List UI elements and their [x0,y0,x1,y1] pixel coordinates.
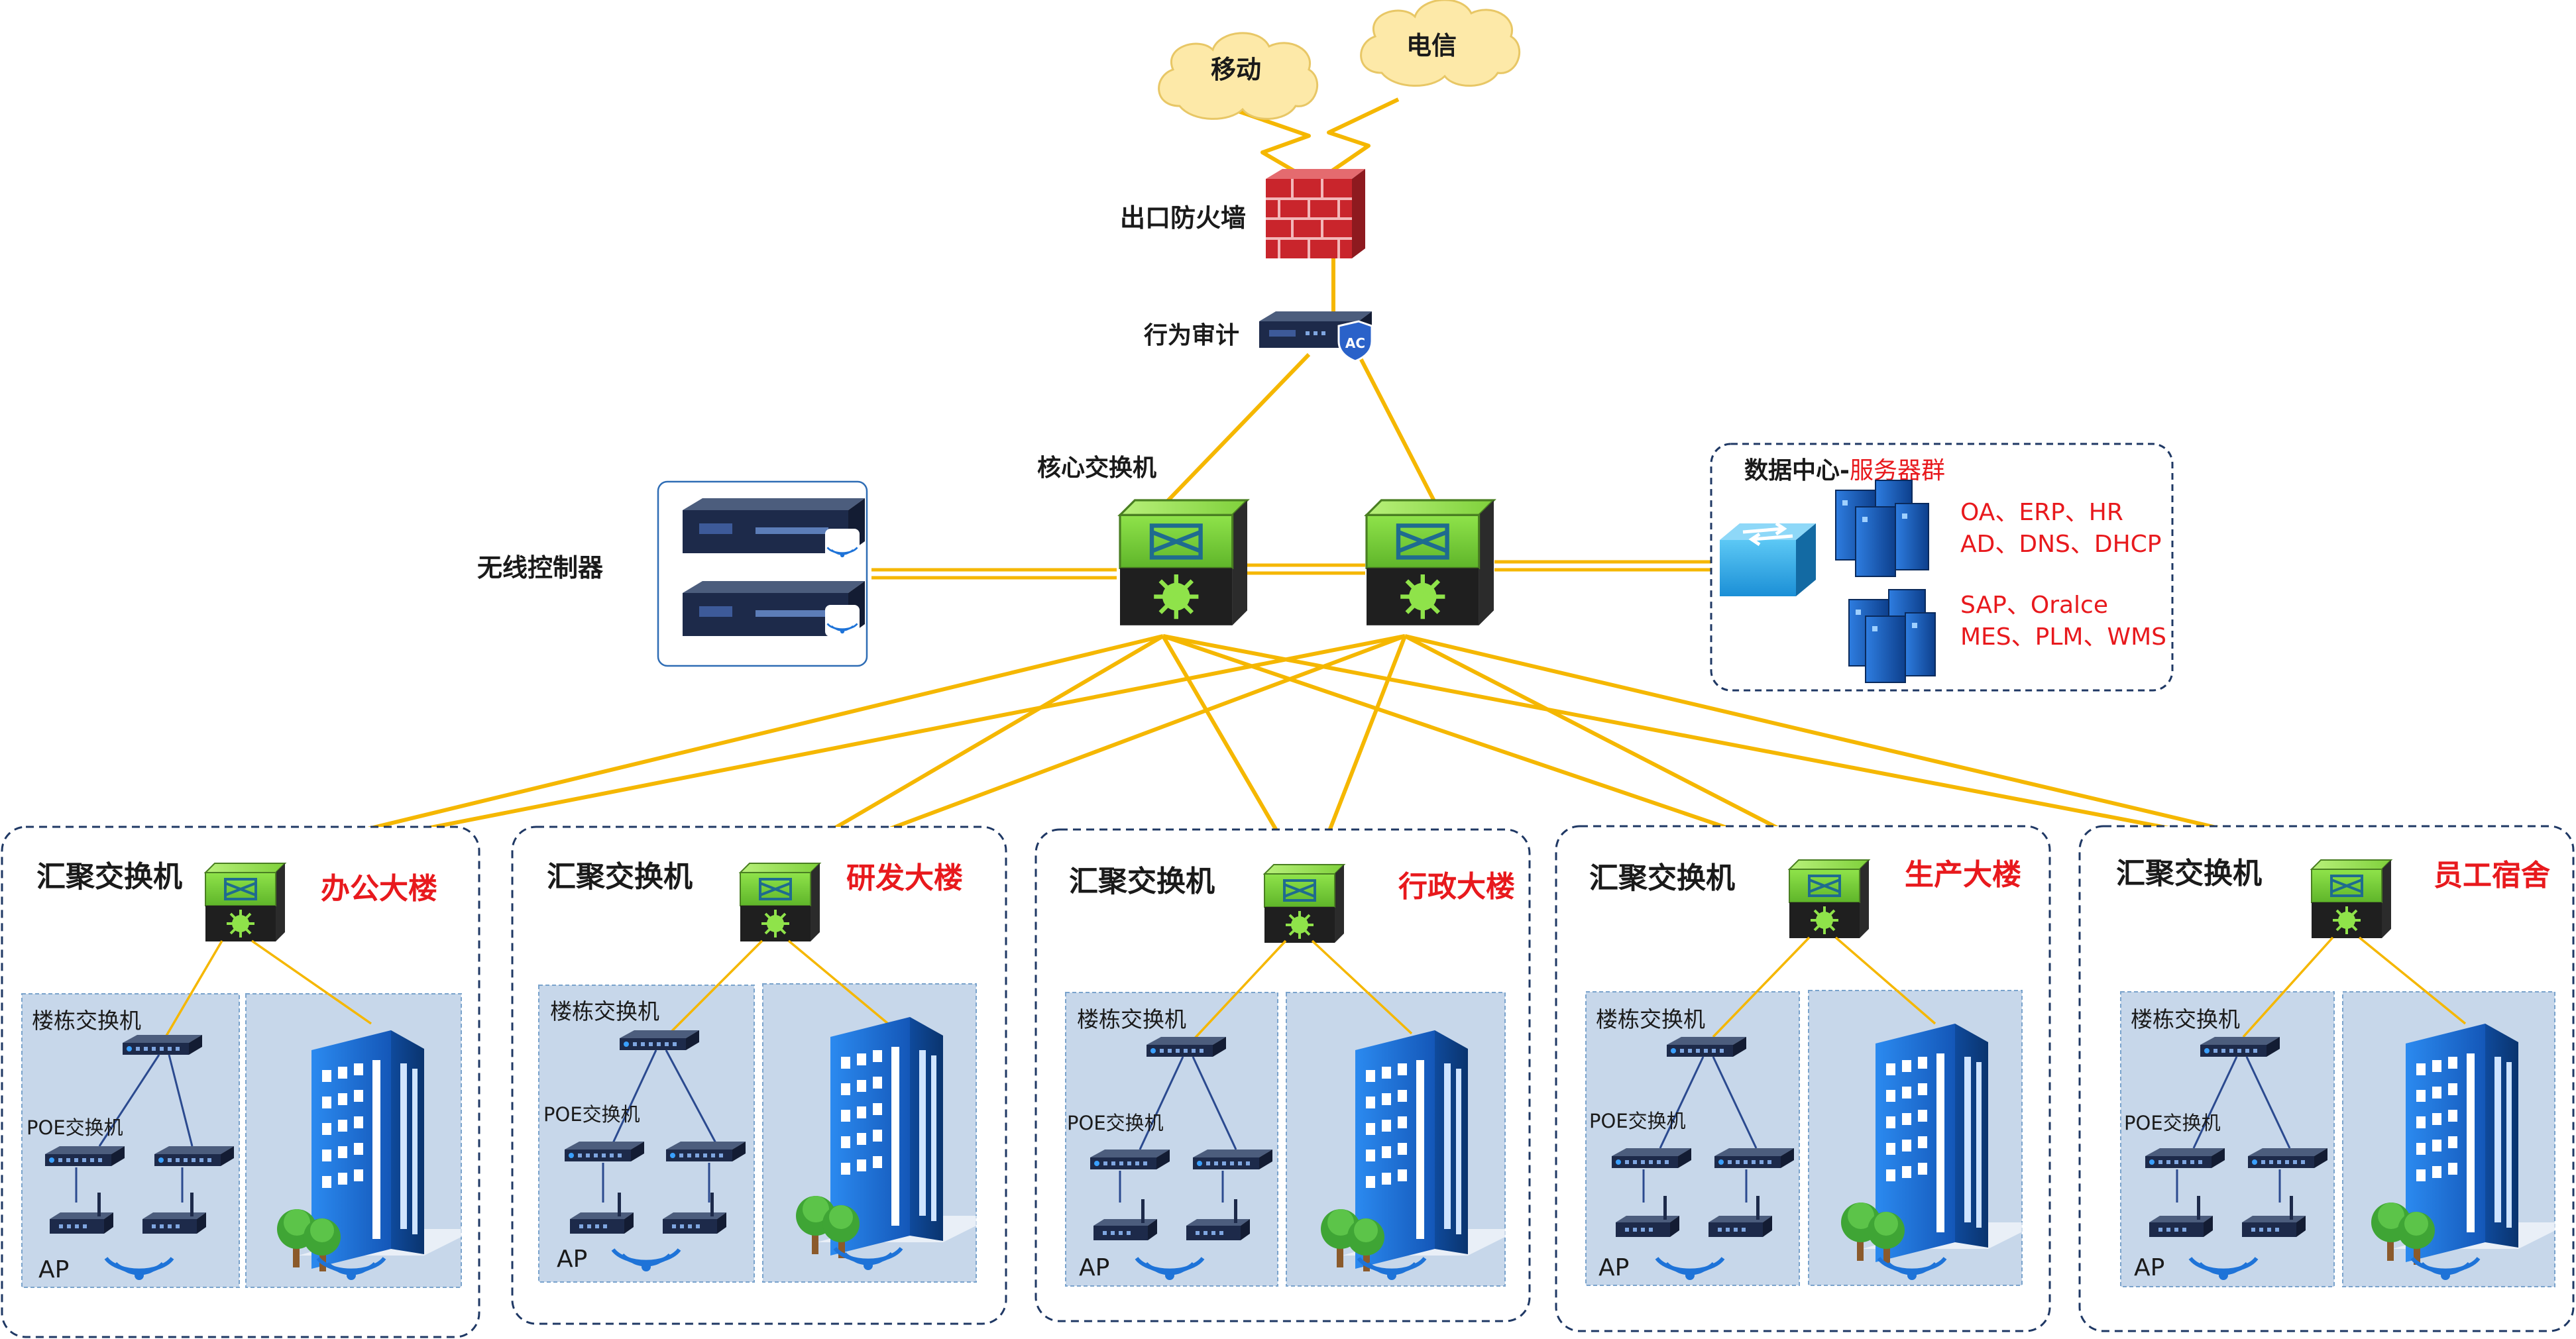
access-region [1585,991,1800,1286]
building-name: 员工宿舍 [2434,859,2550,892]
poe-switch-icon [1714,1148,1794,1168]
poe-switch-icon [45,1146,125,1166]
link-telecom-firewall [1321,97,1400,180]
core-switch-1-icon [1120,500,1247,625]
floor-switch-icon [1147,1037,1226,1057]
audit-label: 行为审计 [1144,322,1239,349]
poe-switch-label: POE交换机 [543,1103,640,1126]
building-group-2: 汇聚交换机 研发大楼 楼栋交换机 POE交换机 AP [511,826,1007,1325]
floor-switch-icon [123,1035,202,1055]
server-cluster-1-icon [1835,480,1929,577]
agg-switch-icon [1788,859,1870,939]
server-list-2-line-2: MES、PLM、WMS [1960,623,2166,651]
building-name: 办公大楼 [321,872,437,906]
poe-switch-label: POE交换机 [1589,1110,1686,1132]
agg-switch-icon [2310,859,2392,939]
datacenter-hub-icon [1720,521,1816,596]
datacenter-group-box [1710,443,2174,692]
agg-switch-label: 汇聚交换机 [1589,861,1735,895]
ap-label: AP [38,1256,69,1283]
link-audit-core1 [1164,352,1311,504]
floor-switch-label: 楼栋交换机 [2131,1006,2240,1032]
audit-device-icon: AC [1259,311,1373,362]
datacenter-title: 数据中心-服务器群 [1744,457,1945,484]
poe-switch-label: POE交换机 [27,1116,123,1139]
link-core1-core2 [1246,563,1365,575]
server-list-1-line-2: AD、DNS、DHCP [1960,531,2162,558]
server-list-2-line-1: SAP、Oralce [1960,592,2108,619]
access-region [2120,991,2335,1287]
audit-badge: AC [1345,335,1365,351]
floor-switch-label: 楼栋交换机 [32,1008,141,1034]
agg-switch-label: 汇聚交换机 [36,860,182,894]
poe-switch-icon [154,1146,234,1166]
agg-switch-icon [1263,863,1345,944]
building-name: 研发大楼 [846,861,963,895]
building-group-1: 汇聚交换机 办公大楼 楼栋交换机 POE交换机 AP [1,826,480,1338]
poe-switch-icon [1612,1148,1691,1168]
core-switch-label: 核心交换机 [1037,454,1156,482]
server-cluster-2-icon [1848,589,1936,683]
building-group-3: 汇聚交换机 行政大楼 楼栋交换机 POE交换机 AP [1035,828,1531,1322]
core-switch-2-icon [1367,500,1494,625]
floor-switch-icon [1667,1037,1746,1057]
agg-switch-label: 汇聚交换机 [547,860,693,894]
ap-label: AP [1079,1254,1109,1281]
link-audit-core2 [1357,353,1437,504]
wlc-device-1-icon [683,498,865,561]
building-group-5: 汇聚交换机 员工宿舍 楼栋交换机 POE交换机 AP [2078,825,2575,1332]
access-region [538,985,755,1283]
firewall-icon [1266,169,1365,258]
link-core2-datacenter [1494,560,1713,572]
isp-label-mobile: 移动 [1211,55,1261,84]
poe-switch-icon [666,1142,746,1161]
agg-switch-icon [204,862,286,943]
poe-switch-icon [2248,1148,2327,1168]
poe-switch-icon [2145,1148,2225,1168]
firewall-label: 出口防火墙 [1120,203,1246,233]
isp-cloud-mobile: 移动 [1158,32,1319,120]
access-region [1065,992,1278,1287]
floor-switch-label: 楼栋交换机 [1596,1006,1705,1032]
floor-switch-label: 楼栋交换机 [1077,1006,1186,1032]
agg-switch-icon [739,862,821,943]
ap-label: AP [2134,1254,2164,1281]
ap-label: AP [557,1246,587,1273]
link-wlc-core1 [871,568,1117,580]
poe-switch-label: POE交换机 [2124,1112,2221,1134]
poe-switch-icon [1090,1150,1170,1169]
server-list-1-line-1: OA、ERP、HR [1960,499,2123,526]
building-group-4: 汇聚交换机 生产大楼 楼栋交换机 POE交换机 AP [1555,825,2051,1332]
poe-switch-icon [565,1142,644,1161]
isp-cloud-telecom: 电信 [1360,0,1521,87]
floor-switch-label: 楼栋交换机 [550,998,659,1024]
poe-switch-label: POE交换机 [1067,1112,1164,1134]
wlc-label: 无线控制器 [477,553,604,582]
building-name: 生产大楼 [1905,858,2021,892]
isp-label-telecom: 电信 [1406,31,1457,60]
floor-switch-icon [620,1030,699,1050]
link-mobile-firewall [1232,107,1311,180]
ap-label: AP [1598,1254,1629,1281]
access-region [21,993,240,1288]
building-name: 行政大楼 [1398,870,1515,904]
floor-switch-icon [2200,1037,2280,1057]
poe-switch-icon [1193,1150,1272,1169]
agg-switch-label: 汇聚交换机 [1069,865,1215,898]
agg-switch-label: 汇聚交换机 [2116,857,2262,890]
wlc-device-2-icon [683,581,865,637]
